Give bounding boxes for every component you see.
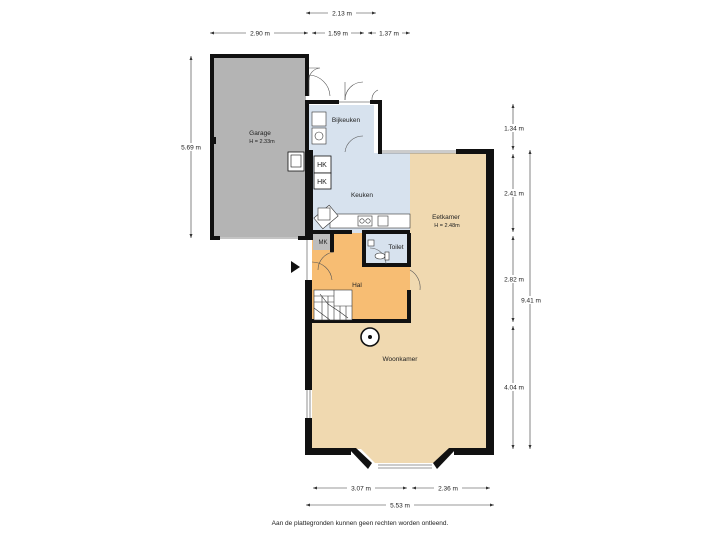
dim-top-159: 1.59 m bbox=[328, 31, 348, 38]
bijkeuken-label: Bijkeuken bbox=[332, 117, 361, 124]
disclaimer-text: Aan de plattegronden kunnen geen rechten… bbox=[271, 520, 449, 527]
garage-side-mark bbox=[212, 137, 216, 144]
dim-bottom-307: 3.07 m bbox=[351, 486, 371, 493]
dim-right-404: 4.04 m bbox=[504, 385, 524, 392]
stove bbox=[360, 327, 380, 347]
windows bbox=[306, 101, 456, 469]
dim-top-213: 2.13 m bbox=[332, 11, 352, 18]
dim-top-290: 2.90 m bbox=[250, 31, 270, 38]
dim-bottom-236: 2.36 m bbox=[438, 486, 458, 493]
dim-left-569: 5.69 m bbox=[181, 145, 201, 152]
doors bbox=[308, 67, 421, 291]
dim-right-941: 9.41 m bbox=[521, 298, 541, 305]
garage-sink-inner bbox=[290, 154, 302, 168]
dim-right-282: 2.82 m bbox=[504, 277, 524, 284]
hk-label-2: HK bbox=[317, 179, 327, 186]
dim-right-134: 1.34 m bbox=[504, 126, 524, 133]
dim-top-137: 1.37 m bbox=[379, 31, 399, 38]
garage-floor bbox=[213, 57, 306, 237]
fixtures bbox=[311, 111, 411, 261]
eetkamer-height-label: H = 2.48m bbox=[434, 223, 460, 229]
living-floor bbox=[312, 153, 490, 463]
mk-label: MK bbox=[319, 240, 328, 246]
hk-label-1: HK bbox=[317, 162, 327, 169]
keuken-label: Keuken bbox=[351, 192, 373, 199]
hk-cupboard-2 bbox=[313, 172, 332, 190]
garage-label: Garage bbox=[249, 130, 271, 137]
dim-right-241: 2.41 m bbox=[504, 191, 524, 198]
walls bbox=[210, 54, 494, 469]
mk-cupboard bbox=[313, 233, 333, 250]
woonkamer-label: Woonkamer bbox=[383, 356, 419, 363]
dim-bottom-553: 5.53 m bbox=[390, 503, 410, 510]
eetkamer-label: Eetkamer bbox=[432, 214, 461, 221]
hal-label: Hal bbox=[352, 282, 362, 289]
garage-height-label: H = 2.33m bbox=[249, 139, 275, 145]
staircase bbox=[313, 289, 353, 321]
dimension-labels: 2.13 m 2.90 m 1.59 m 1.37 m 5.69 m 1.34 … bbox=[177, 9, 545, 510]
toilet-label: Toilet bbox=[388, 244, 403, 251]
entrance-arrow bbox=[291, 261, 300, 273]
